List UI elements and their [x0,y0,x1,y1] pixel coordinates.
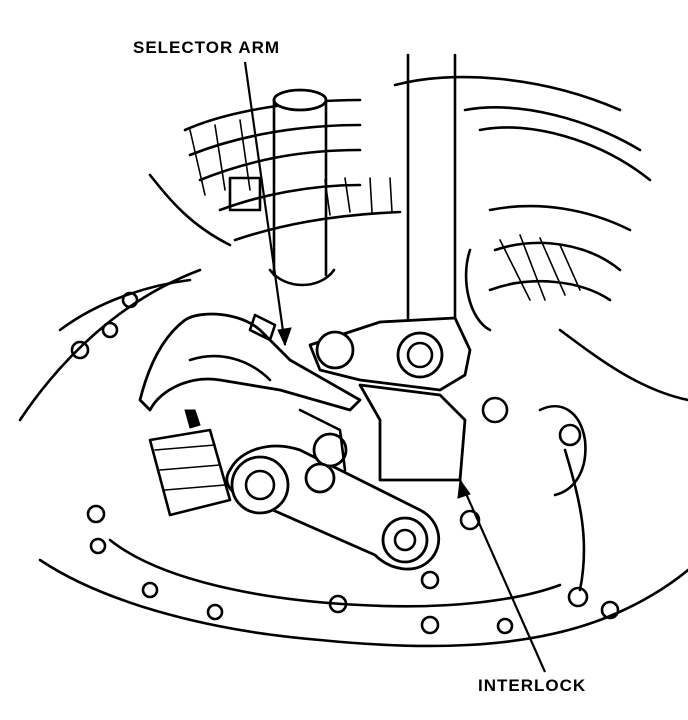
interlock-arrowhead [457,478,471,499]
selector-arm-label: SELECTOR ARM [133,38,281,57]
right-housing-detail [420,396,587,590]
transmission-housing [18,173,688,648]
selector-arm-arrowhead [277,327,292,347]
gear-stack-left [183,98,402,242]
interlock-part [148,408,440,571]
shaft-center [406,53,457,337]
interlock-label: INTERLOCK [478,676,587,695]
interlock-leader-line [458,479,547,673]
gear-stack-right [393,75,652,332]
selector-arm-leader-line [243,61,287,346]
shaft-left [268,88,336,287]
selector-arm-part [138,312,472,482]
